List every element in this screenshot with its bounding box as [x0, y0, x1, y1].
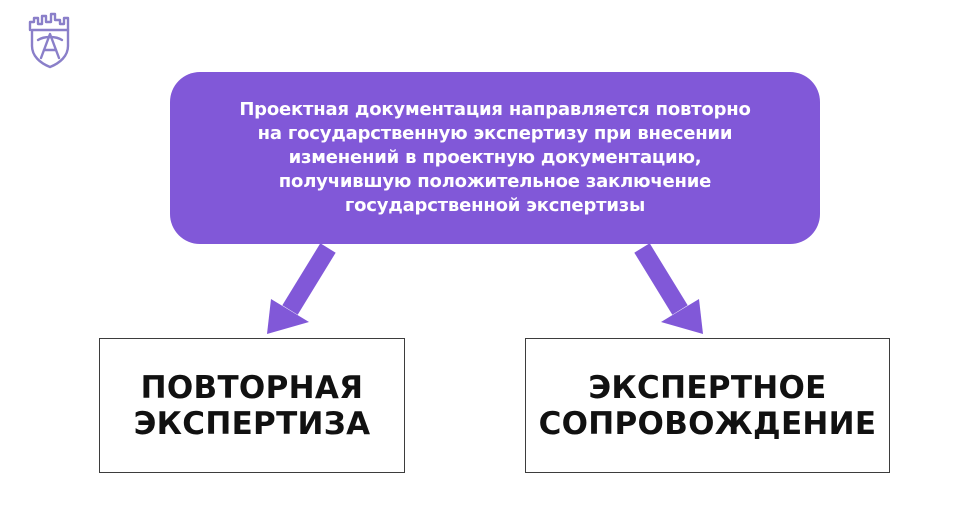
repeat-expertise-line: ЭКСПЕРТИЗА	[133, 405, 371, 442]
down-right-arrow-icon	[634, 243, 703, 334]
expert-support-box: ЭКСПЕРТНОЕ СОПРОВОЖДЕНИЕ	[525, 338, 890, 473]
repeat-expertise-label: ПОВТОРНАЯ ЭКСПЕРТИЗА	[134, 370, 371, 442]
condition-box: Проектная документация направляется повт…	[170, 72, 820, 244]
condition-text-line: на государственную экспертизу при внесен…	[257, 123, 733, 144]
condition-text-line: государственной экспертизы	[344, 195, 646, 216]
repeat-expertise-box: ПОВТОРНАЯ ЭКСПЕРТИЗА	[99, 338, 405, 473]
emblem-shield-icon	[28, 12, 70, 69]
condition-text-line: получившую положительное заключение	[278, 171, 712, 192]
condition-text: Проектная документация направляется повт…	[239, 98, 751, 218]
emblem-logo	[20, 10, 80, 72]
expert-support-line: СОПРОВОЖДЕНИЕ	[538, 405, 877, 442]
condition-text-line: Проектная документация направляется повт…	[239, 99, 751, 120]
expert-support-line: ЭКСПЕРТНОЕ	[588, 369, 827, 406]
expert-support-label: ЭКСПЕРТНОЕ СОПРОВОЖДЕНИЕ	[539, 370, 877, 442]
repeat-expertise-line: ПОВТОРНАЯ	[140, 369, 364, 406]
condition-text-line: изменений в проектную документацию,	[288, 147, 702, 168]
down-left-arrow-icon	[267, 243, 336, 334]
